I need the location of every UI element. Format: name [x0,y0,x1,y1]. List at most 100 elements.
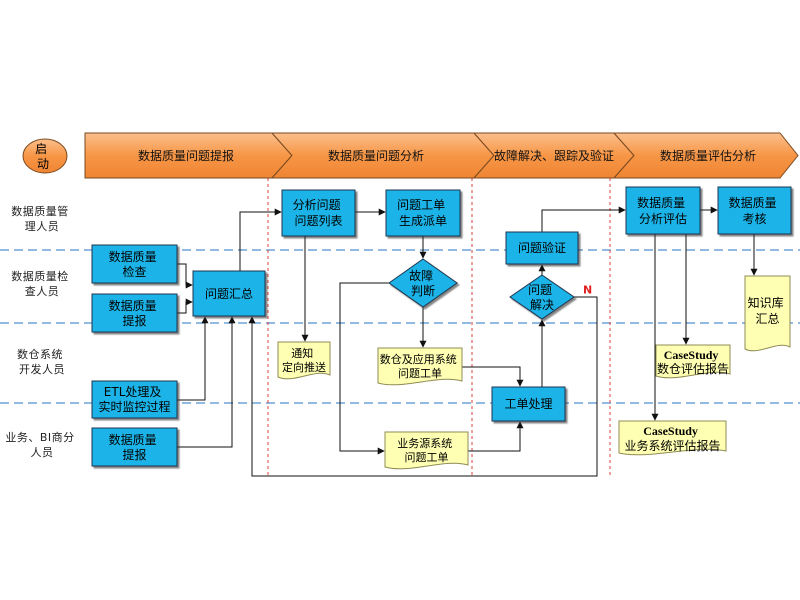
arrow-check-to-summary [177,263,193,289]
document-label: 通知 定向推送 [282,346,326,374]
arrow-fault-to-source-ticket [339,282,389,455]
lane-label-line: 数据质量管 [11,204,69,218]
process-box [625,186,701,235]
document-label-line: 业务源系统 [397,436,452,450]
decision-label-line: 故障 [409,268,433,283]
document-label-line: 通知 [291,346,313,360]
process-box [717,186,792,235]
lane-label-inspector: 数据质量检 查人员 [11,269,73,298]
process-label: 数据质量 提报 [109,432,161,462]
process-label-line: 问题验证 [518,240,566,255]
document-label: 业务源系统 问题工单 [397,436,456,464]
phase-label-report: 数据质量问题提报 [138,148,234,163]
process-quality-assess: 数据质量 分析评估 [625,186,701,235]
process-label-line: 问题列表 [294,214,342,228]
process-label: 数据质量 提报 [109,298,161,328]
start-label-line: 启 [35,142,47,156]
process-box [385,189,461,237]
decision-label-line: 判断 [411,283,435,298]
lane-label-line: 理人员 [25,220,60,233]
connectors: N [177,206,758,477]
document-notify-push: 通知 定向推送 [277,341,331,380]
document-label-line: CaseStudy [643,424,698,438]
arrow-verify-to-assess [541,206,626,232]
document-label: CaseStudy 业务系统评估报告 [624,424,720,453]
process-box [192,270,266,317]
document-casestudy-biz: CaseStudy 业务系统评估报告 [618,420,727,456]
start-label-line: 动 [37,157,49,171]
phase-chevron-assess [612,132,799,179]
process-label-line: 问题汇总 [205,287,253,301]
process-data-check: 数据质量 检查 [91,244,178,284]
process-data-report: 数据质量 提报 [91,293,178,333]
process-ticket-process: 工单处理 [491,386,566,422]
process-box [91,427,178,467]
phase-label-assess: 数据质量评估分析 [660,148,756,163]
start-ellipse [22,138,68,174]
process-box [91,244,178,284]
lane-label-business: 业务、BI商分 人员 [5,430,78,459]
lane-label-line: 业务、BI商分 [5,430,74,444]
phase-label-resolve: 故障解决、跟踪及验证 [494,148,614,163]
lane-label-line: 查人员 [25,284,60,298]
document-label-line: 数仓及应用系统 [380,352,457,366]
document-label: 数仓及应用系统 问题工单 [380,352,461,380]
process-label-line: 提报 [122,313,146,328]
document-label-line: CaseStudy [664,348,719,362]
process-label-line: 分析评估 [639,212,687,226]
document-shape [277,341,331,380]
arrow-dw-ticket-to-process [462,366,524,387]
process-label: 问题工单 生成派单 [397,198,449,228]
phase-bar: 数据质量问题提报 数据质量问题分析 故障解决、跟踪及验证 数据质量评估分析 [84,132,799,179]
document-label: 知识库 汇总 [748,295,788,326]
process-label: ETL处理及 实时监控过程 [98,385,170,414]
process-quality-review: 数据质量 考核 [717,186,792,235]
process-label-line: 数据质量 [109,298,157,313]
document-label: CaseStudy 数仓评估报告 [657,348,729,376]
process-box [91,380,178,419]
no-branch-label: N [583,284,592,297]
decision-label-line: 解决 [530,298,554,312]
lane-label-line: 数据质量检 [11,269,69,283]
process-label-line: ETL处理及 [104,385,162,399]
document-shape [744,275,791,352]
process-label-line: 实时监控过程 [98,399,170,414]
process-box [281,189,356,237]
process-box [491,386,566,422]
document-label-line: 数仓评估报告 [657,361,729,376]
process-biz-report: 数据质量 提报 [91,427,178,467]
process-label-line: 考核 [742,212,766,226]
arrow-summary-to-analyze [239,208,282,271]
document-label-line: 汇总 [755,312,779,326]
process-label: 问题汇总 [205,287,253,301]
start-label: 启 动 [35,142,51,171]
process-label-line: 数据质量 [637,195,685,210]
process-box [505,231,579,265]
process-label-line: 提报 [122,447,146,462]
process-box [91,293,178,333]
document-dw-app-ticket: 数仓及应用系统 问题工单 [377,347,463,386]
lane-label-developer: 数仓系统 开发人员 [17,347,67,376]
start-node: 启 动 [22,138,68,174]
decision-label: 问题 解决 [528,283,556,312]
process-issue-summary: 问题汇总 [192,270,266,317]
lane-label-manager: 数据质量管 理人员 [11,204,73,233]
process-label-line: 数据质量 [109,432,157,447]
decision-fault-judge: 故障 判断 [388,258,458,308]
document-label-line: 定向推送 [282,360,326,374]
process-label: 数据质量 考核 [729,195,781,226]
decision-diamond [388,258,458,308]
document-label-line: 知识库 [748,295,784,310]
process-label-line: 工单处理 [504,397,552,411]
phase-label-analysis: 数据质量问题分析 [328,148,424,163]
arrow-not-solved-to-summary [248,296,598,477]
document-knowledge-base: 知识库 汇总 [744,275,791,352]
decision-label: 故障 判断 [409,268,437,298]
arrow-report-to-summary [177,298,193,314]
process-label: 分析问题 问题列表 [293,198,345,228]
document-label-line: 业务系统评估报告 [624,438,720,453]
arrow-biz-report-to-summary [177,316,236,448]
lane-label-line: 人员 [31,446,54,459]
document-casestudy-dw: CaseStudy 数仓评估报告 [655,344,731,379]
